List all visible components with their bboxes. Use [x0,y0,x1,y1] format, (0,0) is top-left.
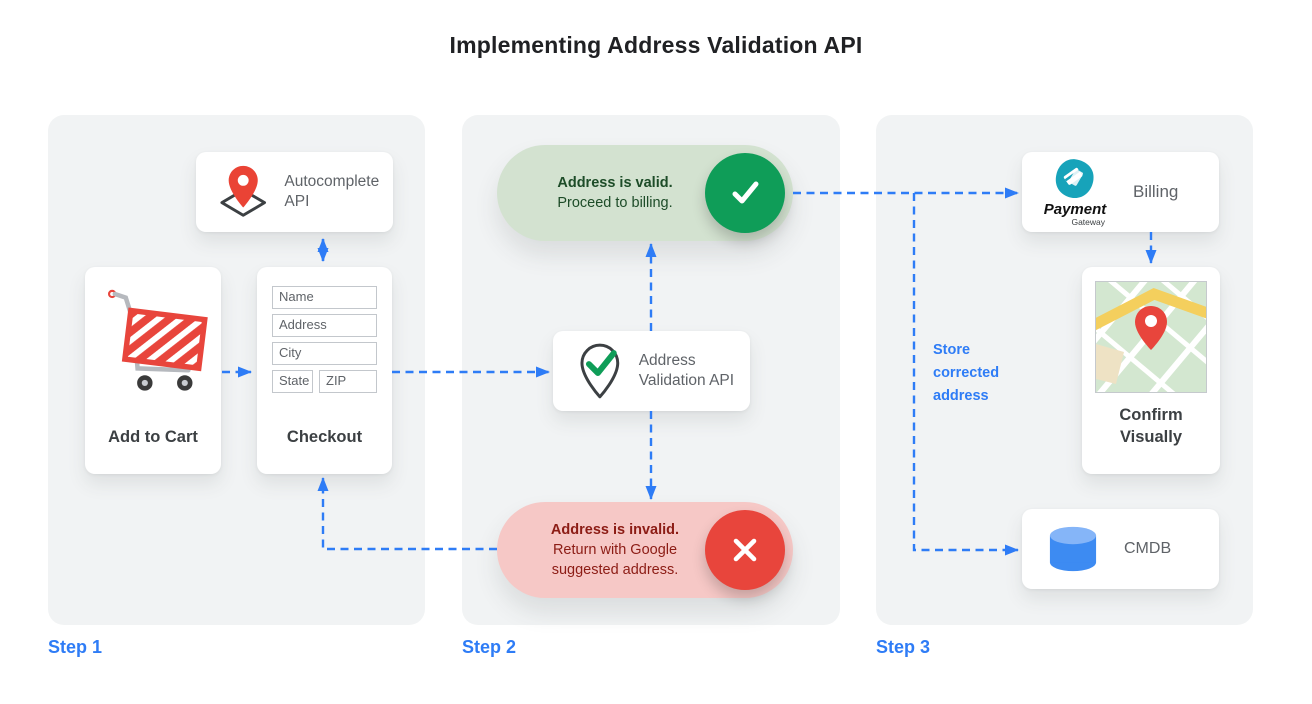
validation-api-label: Address Validation API [638,351,735,389]
address-valid-text: Address is valid. Proceed to billing. [519,145,711,241]
valid-check-badge [705,153,785,233]
address-valid-title: Address is valid. [557,175,673,191]
address-invalid-text: Address is invalid. Return with Google s… [519,502,711,598]
page-title: Implementing Address Validation API [449,32,863,58]
payment-logo-subtitle: Gateway [1071,217,1105,227]
confirm-visually-label: Confirm Visually [1119,406,1183,446]
autocomplete-api-card: Autocomplete API [196,152,393,232]
checkout-card: Name Address City State ZIP Checkout [257,267,392,474]
payment-gateway-icon [1055,159,1094,199]
check-icon [732,181,759,204]
cmdb-card: CMDB [1022,509,1219,589]
address-valid-pill: Address is valid. Proceed to billing. [497,145,793,241]
address-invalid-pill: Address is invalid. Return with Google s… [497,502,793,598]
x-icon [733,538,757,562]
address-field: Address [272,314,377,337]
name-field: Name [272,286,377,309]
map-thumbnail [1095,281,1207,393]
validation-api-card: Address Validation API [553,331,750,411]
billing-card: Payment Gateway Billing [1022,152,1219,232]
step3-label: Step 3 [876,637,931,657]
address-invalid-subtitle: Return with Google suggested address. [551,542,679,578]
invalid-x-badge [705,510,785,590]
address-valid-subtitle: Proceed to billing. [557,195,673,211]
validation-pin-check-icon [580,343,620,399]
step1-label: Step 1 [48,637,103,657]
billing-label: Billing [1133,181,1179,201]
autocomplete-api-label: Autocomplete API [284,172,380,210]
add-to-cart-label: Add to Cart [108,427,198,446]
payment-gateway-logo: Payment Gateway [1039,157,1111,227]
checkout-form: Name Address City State ZIP [272,286,377,398]
confirm-visually-card: Confirm Visually [1082,267,1220,474]
checkout-label: Checkout [286,427,363,446]
address-invalid-title: Address is invalid. [550,522,680,538]
add-to-cart-card: Add to Cart [85,267,221,474]
state-field: State [272,370,313,393]
store-corrected-address-note: Store corrected address [933,342,1000,405]
autocomplete-map-pin-icon [220,165,266,217]
city-field: City [272,342,377,365]
step2-label: Step 2 [462,637,517,657]
zip-field: ZIP [319,370,377,393]
cmdb-label: CMDB [1124,539,1172,557]
shopping-cart-icon [107,289,208,391]
payment-logo-title: Payment [1043,201,1107,218]
database-icon [1049,526,1097,572]
